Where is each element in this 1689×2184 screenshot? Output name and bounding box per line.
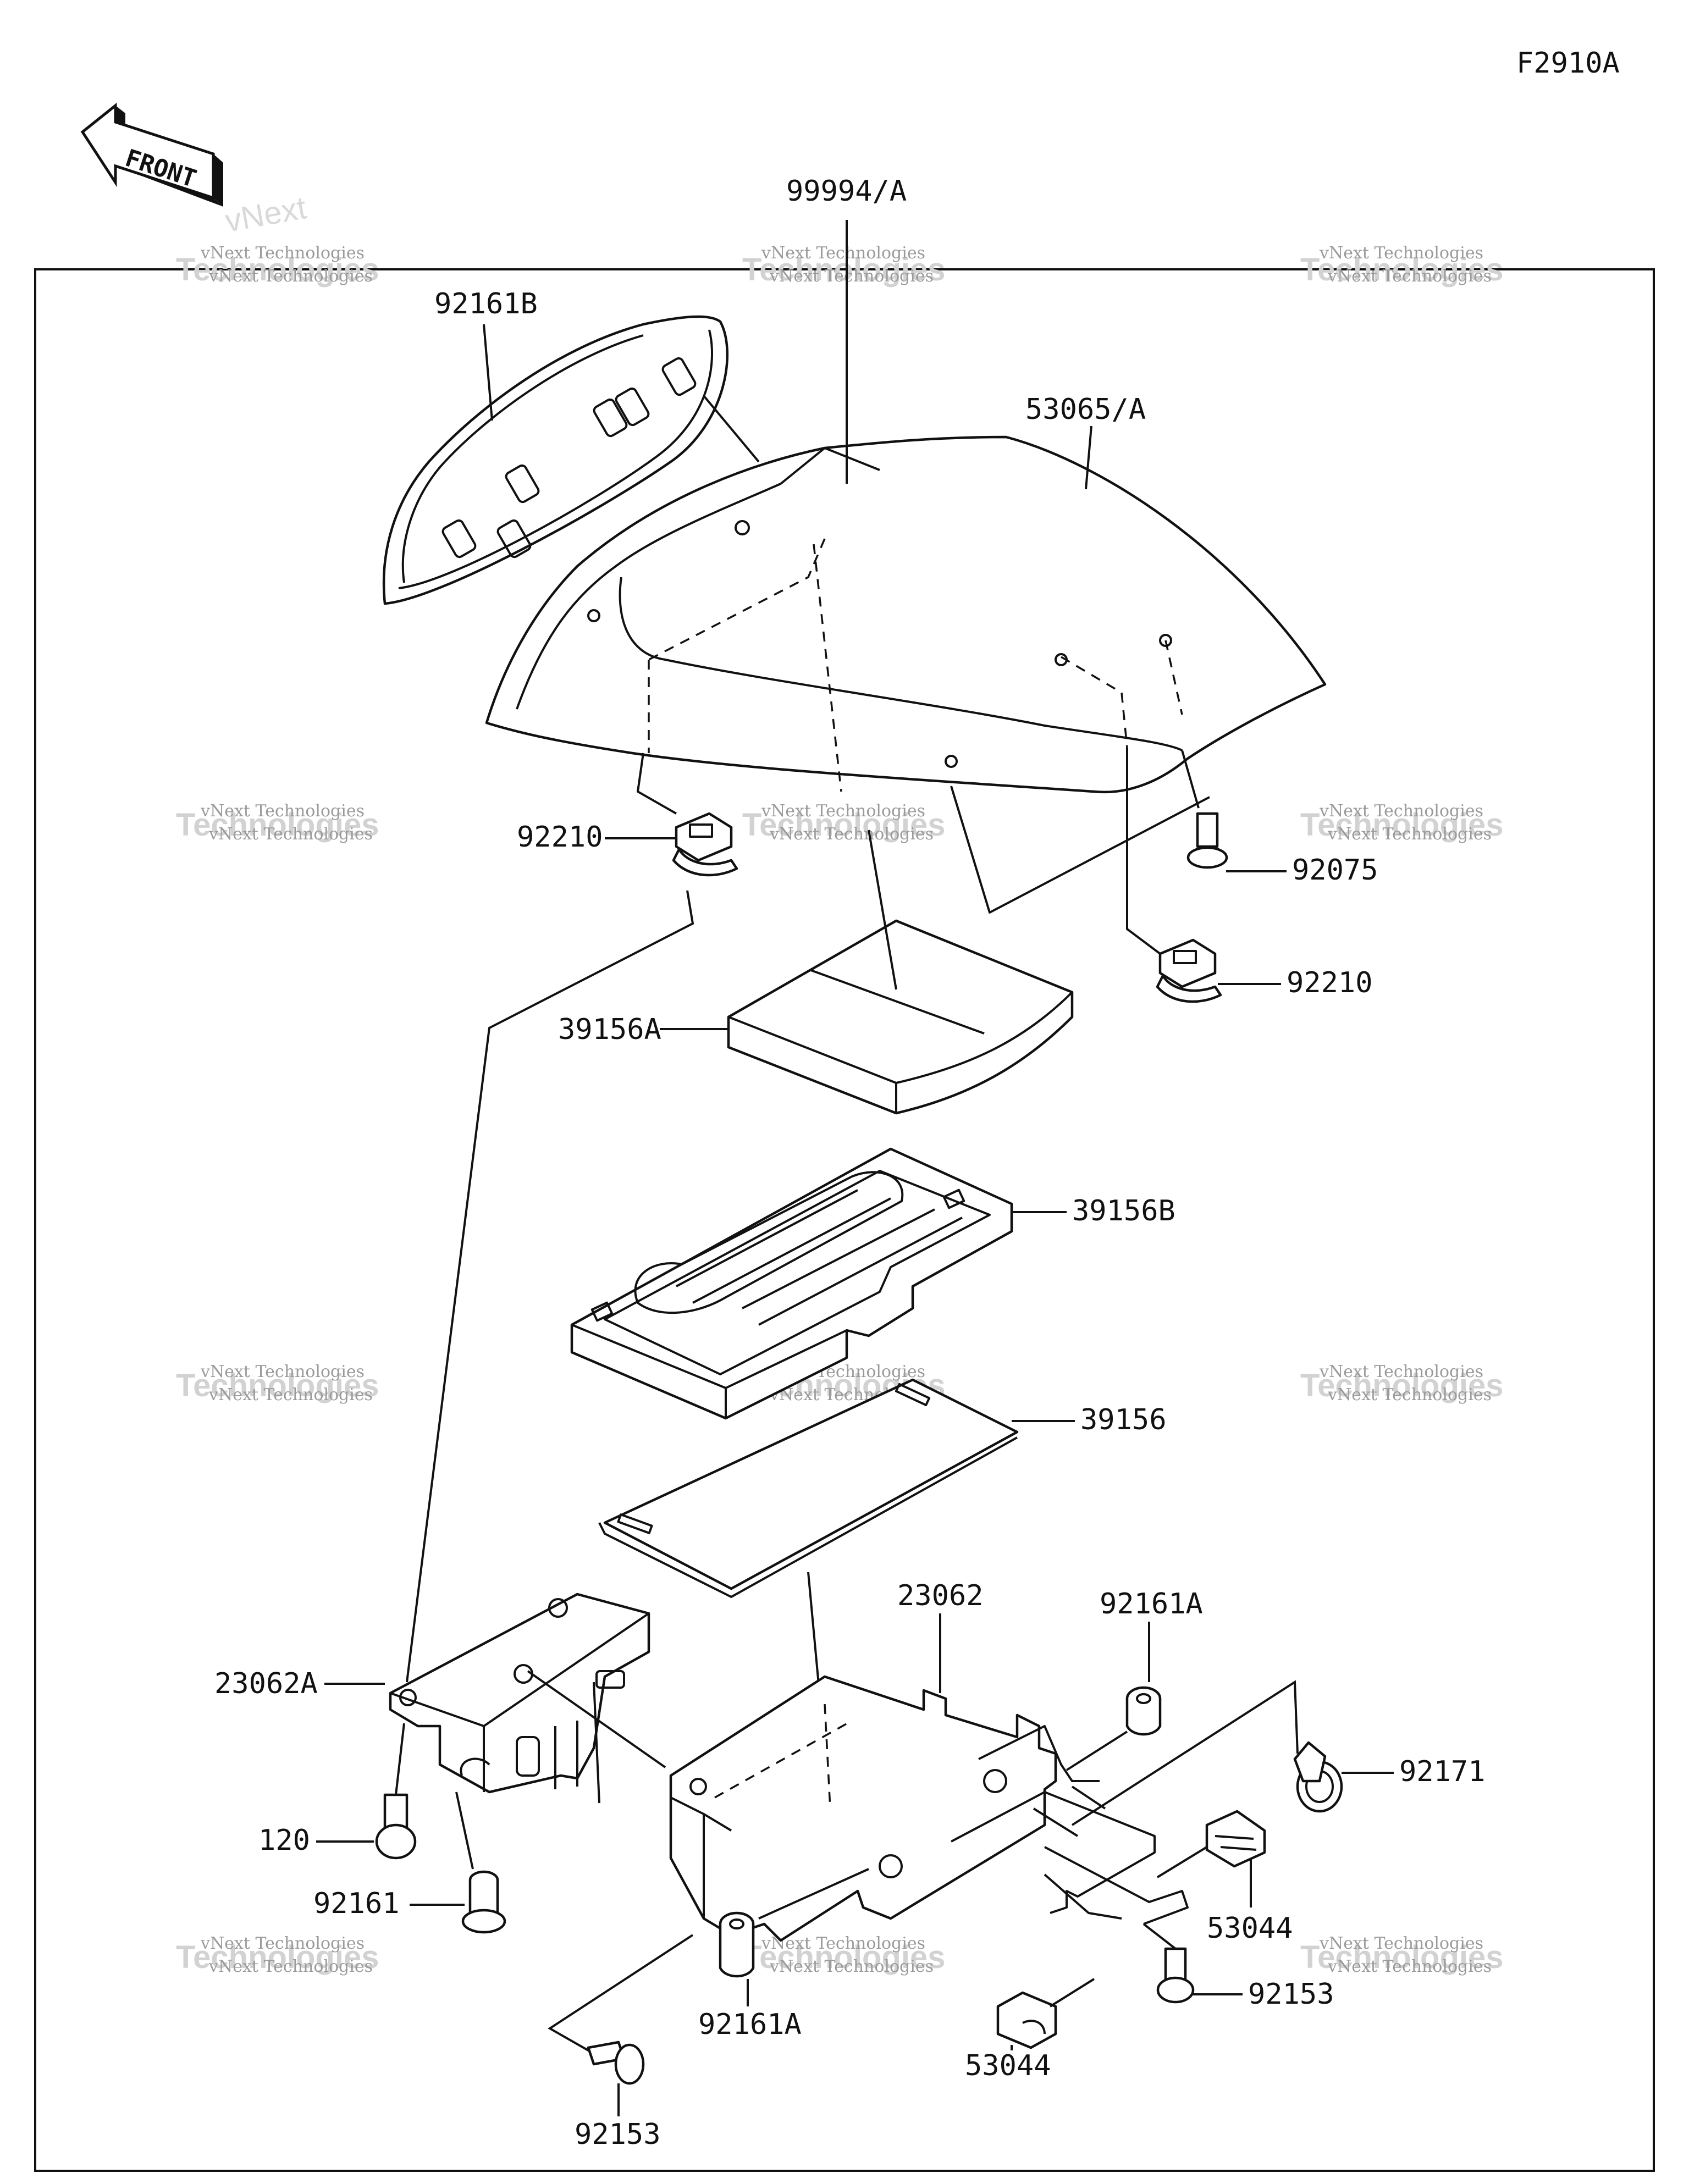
label-92210-left[interactable]: 92210: [517, 821, 676, 854]
part-92153-right-drawing[interactable]: [1142, 1923, 1195, 2004]
part-92171-drawing[interactable]: [1071, 1680, 1343, 1826]
part-92161-drawing[interactable]: [455, 1792, 506, 1934]
svg-text:92161A: 92161A: [1100, 1588, 1203, 1621]
label-92161B[interactable]: 92161B: [434, 287, 760, 463]
label-53044-right[interactable]: 53044: [1207, 1858, 1293, 1945]
label-39156[interactable]: 39156: [1012, 1403, 1167, 1436]
part-92153-bottom-drawing[interactable]: [548, 1934, 694, 2085]
svg-text:vNext Technologies: vNext Technologies: [761, 1934, 925, 1953]
svg-text:120: 120: [258, 1824, 310, 1857]
svg-text:vNext Technologies: vNext Technologies: [200, 244, 365, 263]
svg-text:vNext Technologies: vNext Technologies: [208, 1385, 373, 1405]
svg-text:39156: 39156: [1080, 1403, 1167, 1436]
label-23062[interactable]: 23062: [897, 1579, 984, 1693]
svg-text:vNext Technologies: vNext Technologies: [761, 801, 925, 821]
part-92075-drawing[interactable]: [1181, 750, 1228, 869]
label-53044-bottom[interactable]: 53044: [965, 2045, 1051, 2082]
svg-text:53065/A: 53065/A: [1025, 393, 1146, 426]
svg-text:23062: 23062: [897, 1579, 984, 1612]
svg-text:vNext Technologies: vNext Technologies: [200, 801, 365, 821]
part-92161A-top-drawing[interactable]: [1066, 1686, 1162, 1771]
part-92210-right-drawing[interactable]: [1126, 748, 1222, 1003]
svg-text:Technologies: Technologies: [1300, 807, 1504, 843]
label-39156A[interactable]: 39156A: [558, 1013, 728, 1046]
label-92153-bottom[interactable]: 92153: [575, 2083, 661, 2151]
svg-text:vNext Technologies: vNext Technologies: [208, 267, 373, 286]
svg-text:vNext Technologies: vNext Technologies: [1319, 244, 1483, 263]
svg-text:92075: 92075: [1292, 854, 1378, 887]
svg-text:99994/A: 99994/A: [786, 175, 907, 208]
label-92075[interactable]: 92075: [1226, 854, 1378, 887]
svg-text:Technologies: Technologies: [742, 1939, 946, 1975]
svg-text:92153: 92153: [1248, 1978, 1334, 2011]
label-92153-right[interactable]: 92153: [1193, 1978, 1334, 2011]
svg-text:vNext: vNext: [223, 190, 309, 239]
svg-text:Technologies: Technologies: [742, 252, 946, 287]
svg-text:Technologies: Technologies: [176, 807, 379, 843]
svg-text:vNext Technologies: vNext Technologies: [208, 1957, 373, 1976]
svg-text:vNext Technologies: vNext Technologies: [1327, 267, 1492, 286]
svg-text:vNext Technologies: vNext Technologies: [200, 1362, 365, 1381]
part-92161A-bottom-drawing[interactable]: [719, 1868, 869, 1978]
svg-text:vNext Technologies: vNext Technologies: [1327, 1385, 1492, 1405]
svg-text:vNext Technologies: vNext Technologies: [1319, 1934, 1483, 1953]
svg-text:92210: 92210: [517, 821, 603, 854]
label-92161A-bottom[interactable]: 92161A: [698, 1979, 802, 2041]
svg-text:92161: 92161: [313, 1887, 400, 1920]
label-99994A[interactable]: 99994/A: [786, 175, 907, 208]
diagram-code: F2910A: [1516, 47, 1620, 80]
svg-text:92161A: 92161A: [698, 2008, 802, 2041]
label-23062A[interactable]: 23062A: [214, 1667, 385, 1700]
part-39156B-drawing[interactable]: [570, 1147, 1013, 1420]
svg-text:Technologies: Technologies: [176, 252, 379, 287]
part-53065A-drawing[interactable]: [485, 435, 1327, 914]
svg-text:vNext Technologies: vNext Technologies: [1327, 1957, 1492, 1976]
svg-text:Technologies: Technologies: [1300, 252, 1504, 287]
svg-text:23062A: 23062A: [214, 1667, 318, 1700]
front-arrow-icon: FRONT: [80, 102, 223, 207]
label-53065A[interactable]: 53065/A: [1025, 393, 1146, 490]
svg-text:Technologies: Technologies: [176, 1368, 379, 1403]
svg-text:Technologies: Technologies: [176, 1939, 379, 1975]
label-120[interactable]: 120: [258, 1824, 374, 1857]
part-92210-left-drawing[interactable]: [672, 812, 738, 877]
part-23062A-drawing[interactable]: [389, 1593, 666, 1804]
label-92171[interactable]: 92171: [1342, 1755, 1486, 1788]
part-92161B-drawing[interactable]: [382, 315, 729, 605]
svg-text:Technologies: Technologies: [742, 807, 946, 843]
svg-text:vNext Technologies: vNext Technologies: [769, 1957, 934, 1976]
svg-text:39156B: 39156B: [1072, 1195, 1175, 1228]
svg-text:vNext Technologies: vNext Technologies: [769, 267, 934, 286]
svg-text:vNext Technologies: vNext Technologies: [1327, 825, 1492, 844]
svg-text:vNext Technologies: vNext Technologies: [1319, 1362, 1483, 1381]
svg-text:vNext Technologies: vNext Technologies: [208, 825, 373, 844]
part-23062-drawing[interactable]: [669, 1675, 1189, 1942]
part-53044-right-drawing[interactable]: [1156, 1810, 1266, 1878]
svg-text:Technologies: Technologies: [1300, 1368, 1504, 1403]
svg-text:39156A: 39156A: [558, 1013, 661, 1046]
label-92210-right[interactable]: 92210: [1218, 966, 1373, 999]
svg-text:53044: 53044: [1207, 1912, 1293, 1945]
watermark-group: vNext Technologies vNext Technologies vN…: [176, 190, 1504, 1976]
label-92161A-top[interactable]: 92161A: [1100, 1588, 1203, 1682]
svg-text:92161B: 92161B: [434, 287, 538, 320]
part-39156-drawing[interactable]: [598, 1378, 1019, 1809]
svg-text:Technologies: Technologies: [1300, 1939, 1504, 1975]
svg-text:92171: 92171: [1399, 1755, 1486, 1788]
svg-text:vNext Technologies: vNext Technologies: [761, 244, 925, 263]
diagram-frame: [34, 268, 1655, 2172]
svg-text:vNext Technologies: vNext Technologies: [200, 1934, 365, 1953]
svg-text:92210: 92210: [1287, 966, 1373, 999]
svg-text:vNext Technologies: vNext Technologies: [1319, 801, 1483, 821]
part-53044-bottom-drawing[interactable]: [996, 1978, 1095, 2049]
part-39156A-drawing[interactable]: [727, 830, 1074, 1115]
label-39156B[interactable]: 39156B: [1012, 1195, 1175, 1228]
svg-text:53044: 53044: [965, 2049, 1051, 2082]
svg-text:vNext Technologies: vNext Technologies: [769, 825, 934, 844]
part-120-drawing[interactable]: [375, 1723, 417, 1860]
label-92161[interactable]: 92161: [313, 1887, 465, 1920]
svg-text:92153: 92153: [575, 2118, 661, 2151]
